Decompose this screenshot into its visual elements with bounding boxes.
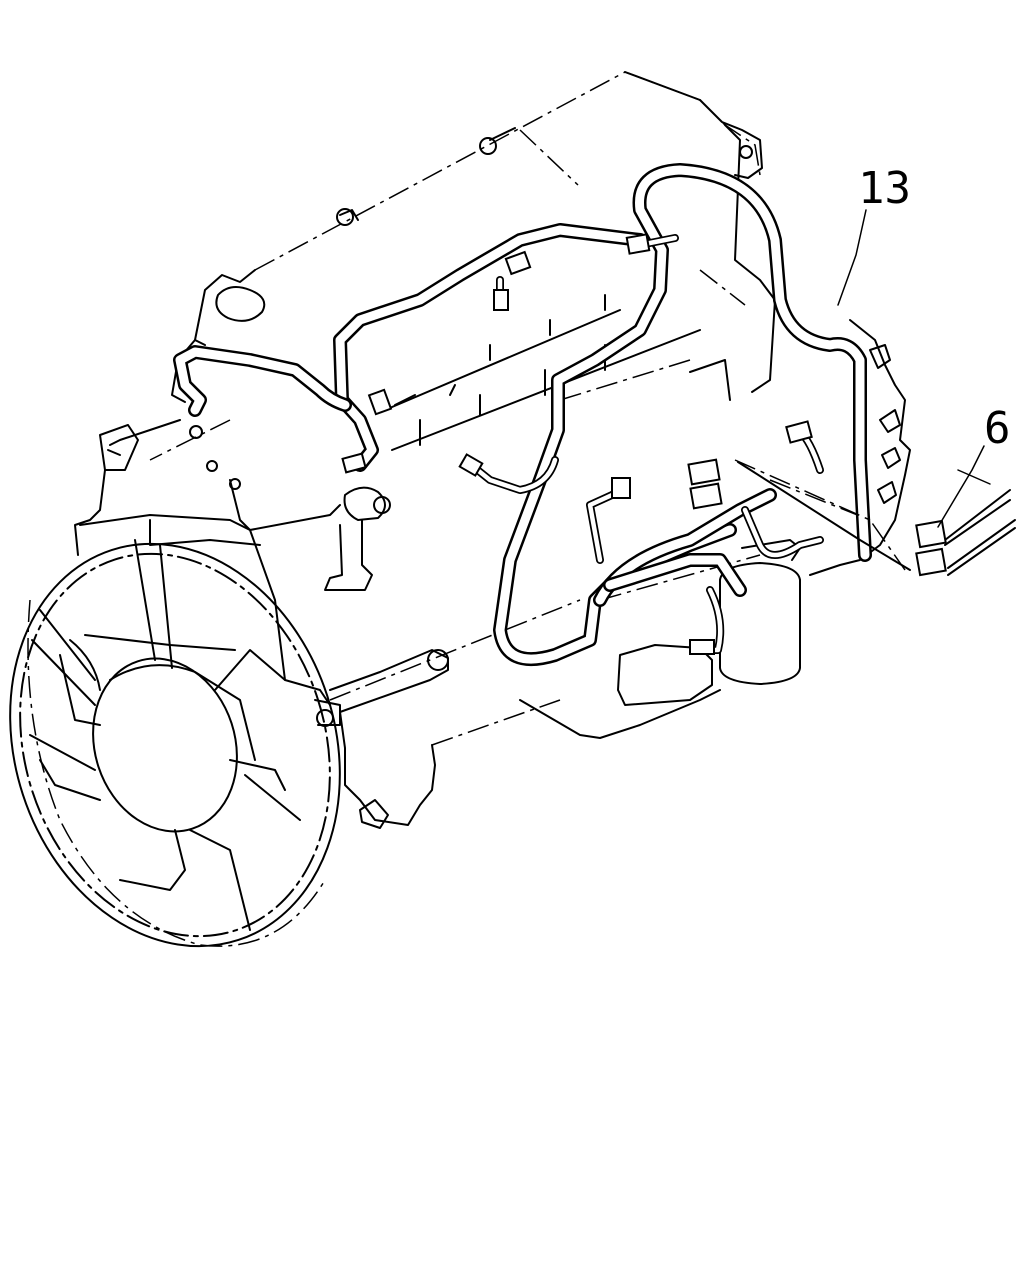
callout-label-6: 6 [984, 403, 1011, 454]
leader-line-13 [837, 209, 867, 306]
engine-block [74, 71, 911, 829]
leader-line-6 [937, 445, 985, 528]
callout-13: 13 [837, 163, 911, 306]
callout-label-13: 13 [858, 163, 911, 214]
wiring-harness [173, 163, 872, 667]
callout-6: 6 [937, 403, 1011, 528]
cooling-fan [9, 514, 341, 948]
connector-assembly [734, 459, 1016, 577]
